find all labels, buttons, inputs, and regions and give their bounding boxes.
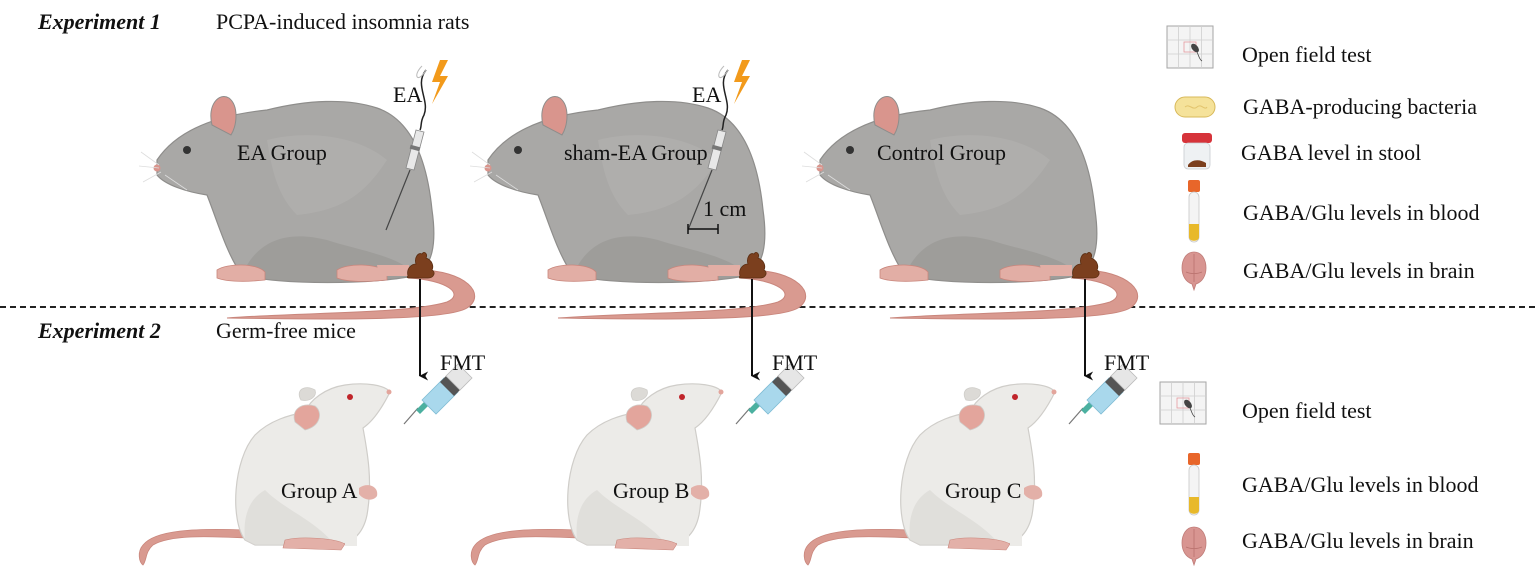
legend-item-open-field: Open field test: [1242, 42, 1372, 67]
group-label-ea: EA Group: [237, 140, 327, 165]
legend-item-stool: GABA level in stool: [1241, 140, 1422, 165]
blood-tube-icon: [1187, 452, 1201, 516]
bacteria-icon: [1174, 96, 1216, 118]
fmt-label: FMT: [1104, 350, 1150, 375]
experiment-2-subtitle: Germ-free mice: [216, 318, 356, 343]
fmt-label: FMT: [440, 350, 486, 375]
experiment-1-subtitle: PCPA-induced insomnia rats: [216, 9, 470, 34]
scale-bar-icon: [687, 224, 719, 234]
legend-item-open-field: Open field test: [1242, 398, 1372, 423]
legend-item-brain: GABA/Glu levels in brain: [1243, 258, 1475, 283]
group-label-sham-ea: sham-EA Group: [564, 140, 708, 165]
open-field-icon: [1166, 25, 1214, 69]
group-label-b: Group B: [613, 478, 690, 503]
fmt-label: FMT: [772, 350, 818, 375]
brain-icon: [1181, 526, 1207, 566]
group-label-control: Control Group: [877, 140, 1006, 165]
legend-item-brain: GABA/Glu levels in brain: [1242, 528, 1474, 553]
group-label-c: Group C: [945, 478, 1022, 503]
experiment-1-title: Experiment 1: [38, 9, 161, 34]
legend-item-blood: GABA/Glu levels in blood: [1243, 200, 1480, 225]
stool-jar-icon: [1181, 132, 1213, 170]
ea-label: EA: [393, 82, 423, 107]
mouse-group-a: [138, 363, 473, 566]
rat-ea-group: [138, 59, 476, 320]
legend-item-blood: GABA/Glu levels in blood: [1242, 472, 1479, 497]
rat-control-group: [801, 95, 1139, 320]
brain-icon: [1181, 251, 1207, 291]
scale-label: 1 cm: [703, 196, 747, 221]
experiment-2-title: Experiment 2: [38, 318, 161, 343]
mouse-group-c: [803, 363, 1138, 566]
group-label-a: Group A: [281, 478, 358, 503]
mouse-group-b: [470, 363, 805, 566]
ea-label: EA: [692, 82, 722, 107]
legend-item-bacteria: GABA-producing bacteria: [1243, 94, 1477, 119]
blood-tube-icon: [1187, 179, 1201, 243]
rat-sham-ea-group: [469, 59, 807, 320]
open-field-icon: [1159, 381, 1207, 425]
